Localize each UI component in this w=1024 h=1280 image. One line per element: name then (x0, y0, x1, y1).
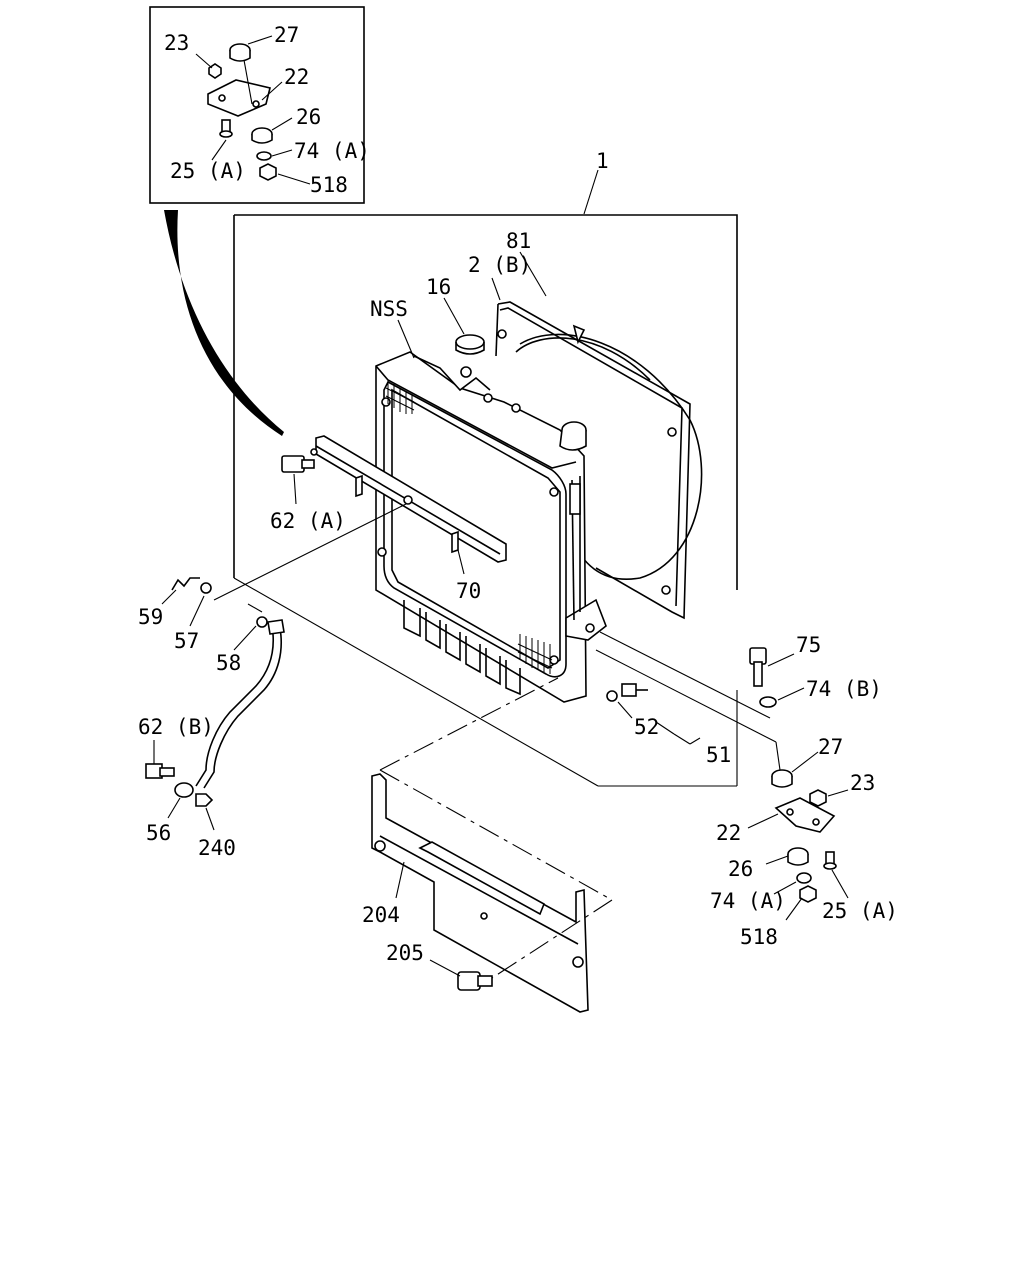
label-51: 51 (706, 743, 731, 767)
inset-label-25a: 25 (A) (170, 159, 246, 183)
label-240: 240 (198, 836, 236, 860)
label-74a-right: 74 (A) (710, 889, 786, 913)
label-57: 57 (174, 629, 199, 653)
core-mesh-top (385, 380, 415, 414)
label-75: 75 (796, 633, 821, 657)
label-25a-right: 25 (A) (822, 899, 898, 923)
label-23-right: 23 (850, 771, 875, 795)
part-labels: 1 81 2 (B) 16 NSS 62 (A) 70 59 57 58 62 … (138, 23, 898, 965)
label-62b: 62 (B) (138, 715, 214, 739)
inset-label-23: 23 (164, 31, 189, 55)
label-74b: 74 (B) (806, 677, 882, 701)
label-16: 16 (426, 275, 451, 299)
inset-detail (149, 6, 365, 204)
label-204: 204 (362, 903, 400, 927)
core-mesh-bottom (517, 634, 553, 674)
support-member-70 (281, 435, 507, 563)
label-70: 70 (456, 579, 481, 603)
right-mount-parts (606, 647, 837, 903)
label-62a: 62 (A) (270, 509, 346, 533)
inset-label-27: 27 (274, 23, 299, 47)
inset-label-22: 22 (284, 65, 309, 89)
label-26-right: 26 (728, 857, 753, 881)
label-56: 56 (146, 821, 171, 845)
bottom-tank-fins (403, 600, 521, 696)
inset-label-26: 26 (296, 105, 321, 129)
hose-assembly (145, 577, 285, 807)
inset-label-518: 518 (310, 173, 348, 197)
label-nss: NSS (370, 297, 408, 321)
inset-frame (149, 6, 365, 204)
label-27-right: 27 (818, 735, 843, 759)
label-2b: 2 (B) (468, 253, 531, 277)
label-205: 205 (386, 941, 424, 965)
lower-bracket-204 (371, 773, 589, 1013)
label-52: 52 (634, 715, 659, 739)
callout-arrow (164, 210, 284, 436)
label-81: 81 (506, 229, 531, 253)
label-1: 1 (596, 149, 609, 173)
assembly-outline (233, 169, 738, 787)
assembly-lines (213, 503, 781, 979)
leader-lines (153, 251, 849, 977)
inset-bracket (207, 79, 271, 117)
label-518-right: 518 (740, 925, 778, 949)
label-58: 58 (216, 651, 241, 675)
label-22-right: 22 (716, 821, 741, 845)
radiator (375, 334, 607, 703)
fan-shroud (495, 301, 703, 620)
label-59: 59 (138, 605, 163, 629)
inset-label-74a: 74 (A) (294, 139, 370, 163)
